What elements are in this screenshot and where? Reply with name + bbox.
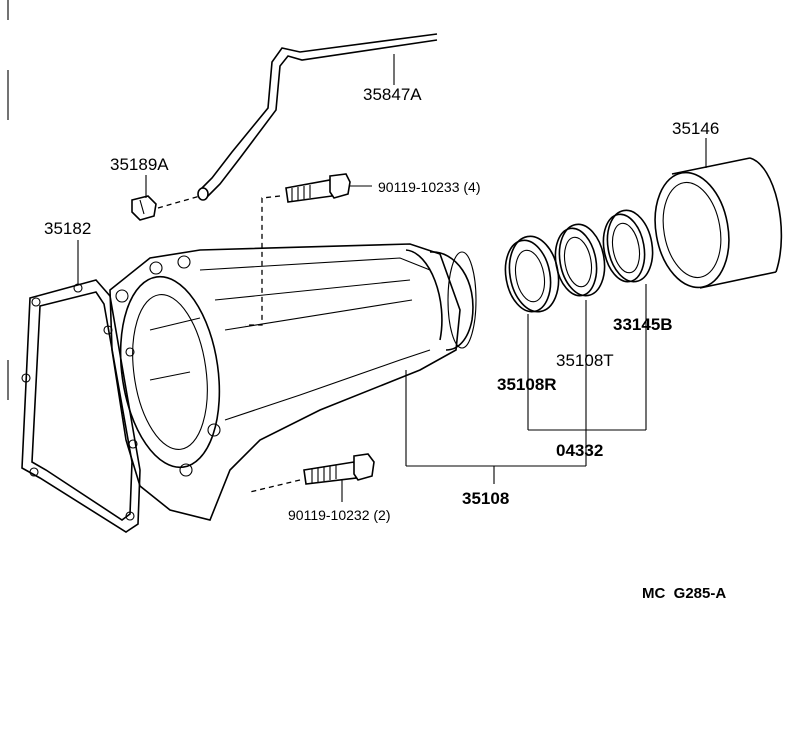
label-35182: 35182: [44, 219, 91, 238]
label-35108t: 35108T: [556, 351, 614, 370]
oil-seal-35146: [654, 157, 783, 289]
plug-35189a: [131, 195, 157, 221]
diagram-code: MC G285-A: [642, 585, 726, 602]
gasket-35182: [21, 279, 141, 533]
bolt-upper-dashed-line: [245, 195, 281, 326]
label-bolt-lower: 90119-10232 (2): [288, 507, 390, 523]
extension-housing: [109, 243, 477, 521]
seal-ring-33145b: [602, 209, 654, 283]
label-35146: 35146: [672, 119, 719, 138]
label-33145b: 33145B: [613, 315, 673, 334]
label-35847a: 35847A: [363, 85, 422, 104]
label-35189a: 35189A: [110, 155, 169, 174]
bolt-lower: [303, 453, 375, 485]
bolt-lower-dashed-line: [249, 479, 301, 493]
group-bracket: [405, 284, 647, 484]
label-35108: 35108: [462, 489, 509, 508]
label-bolt-upper: 90119-10233 (4): [378, 179, 480, 195]
seal-ring-35108r: [504, 235, 560, 313]
label-35108r: 35108R: [497, 375, 557, 394]
seal-ring-35108t: [554, 223, 606, 297]
label-04332: 04332: [556, 441, 603, 460]
breather-pipe: [197, 33, 438, 201]
plug-dashed-line: [157, 195, 201, 209]
bolt-upper: [285, 173, 351, 203]
